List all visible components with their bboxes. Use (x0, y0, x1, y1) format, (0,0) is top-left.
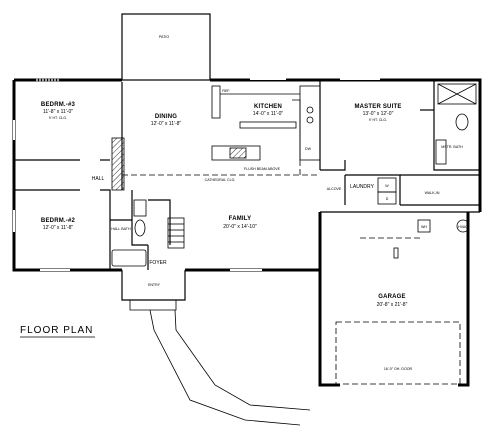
hall-bath-name: HALL BATH (111, 227, 131, 231)
dw-label: DW (305, 147, 312, 151)
master-suite-size: 13'-0" x 12'-0" (363, 111, 394, 117)
hall-bath-fixtures (111, 199, 147, 267)
garage-name: GARAGE (378, 294, 406, 300)
garage (300, 212, 470, 387)
bedroom3-note: 9' HT. CLG. (49, 116, 67, 120)
house-outer-walls (12, 78, 482, 272)
fireplace (111, 137, 261, 191)
patio-label: PATIO (159, 35, 169, 39)
dining-size: 12'-0" x 11'-8" (151, 121, 182, 127)
laundry-appliances: W D (377, 177, 397, 205)
hall-name: HALL (92, 176, 105, 182)
bedroom2-size: 12'-0" x 11'-8" (43, 225, 74, 231)
stair-treads (167, 217, 185, 249)
hvac-label: HVAC (458, 225, 468, 229)
wh-label: WH (421, 225, 427, 229)
ref-label: REF (222, 89, 230, 93)
laundry-name: LAUNDRY (350, 184, 374, 190)
patio: PATIO (121, 13, 211, 81)
entry-name: ENTRY (148, 283, 161, 287)
washer-label: W (385, 184, 389, 188)
kitchen-size: 14'-0" x 11'-0" (253, 111, 284, 117)
master-bath-fixtures (435, 83, 477, 165)
annotations: CATHEDRAL CLG. FLUSH BEAM ABOVE REF DW W… (205, 89, 469, 371)
flush-beam-note: FLUSH BEAM ABOVE (244, 167, 281, 171)
master-bath-name: MSTR. BATH (441, 145, 463, 149)
garage-size: 20'-8" x 21'-8" (377, 302, 408, 308)
master-suite-note: 9' HT. CLG. (369, 118, 387, 122)
alcove-name: ALCOVE (327, 187, 342, 191)
family-size: 20'-0" x 14'-10" (223, 224, 257, 230)
kitchen-name: KITCHEN (254, 104, 282, 110)
family-name: FAMILY (229, 216, 252, 222)
foyer-name: FOYER (149, 260, 167, 266)
walk-in-name: WALK-IN (425, 191, 440, 195)
room-labels: BEDRM.-#3 11'-8" x 11'-0" 9' HT. CLG. DI… (41, 102, 463, 308)
interior-walls (14, 80, 480, 270)
bedroom2-name: BEDRM.-#2 (41, 218, 76, 224)
overhead-door-note: 16'-0" OH. DOOR (384, 367, 413, 371)
master-suite-name: MASTER SUITE (354, 104, 401, 110)
bedroom3-size: 11'-8" x 11'-0" (43, 109, 73, 115)
dryer-label: D (386, 197, 389, 201)
entry-walkway (121, 270, 311, 426)
dining-name: DINING (155, 114, 177, 120)
cathedral-ceiling-note: CATHEDRAL CLG. (205, 178, 236, 182)
plan-title: FLOOR PLAN (20, 325, 93, 336)
bedroom3-name: BEDRM.-#3 (41, 102, 76, 108)
